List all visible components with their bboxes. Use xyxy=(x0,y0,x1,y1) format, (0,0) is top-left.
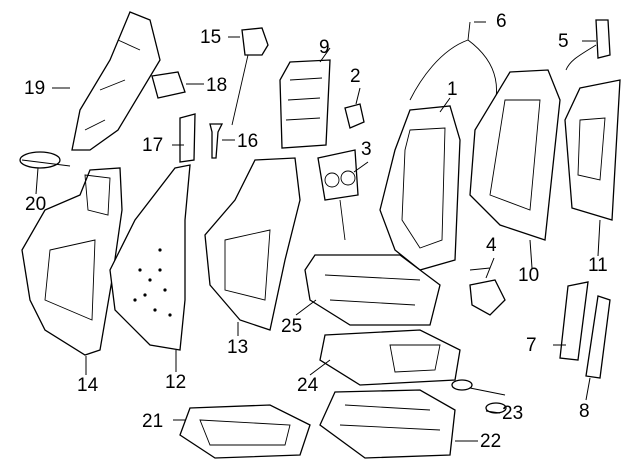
callout-8: 8 xyxy=(579,401,590,422)
callout-2: 2 xyxy=(350,66,361,87)
callout-14: 14 xyxy=(77,375,99,396)
callout-11: 11 xyxy=(588,255,608,276)
part-22-seat-pan xyxy=(319,389,456,459)
callout-4: 4 xyxy=(486,235,497,256)
callout-18: 18 xyxy=(206,75,228,96)
callout-10: 10 xyxy=(518,265,540,286)
part-18-bracket xyxy=(151,71,186,99)
callout-9: 9 xyxy=(319,37,330,58)
callout-12: 12 xyxy=(165,372,187,393)
part-21-base-tray xyxy=(179,404,311,459)
callout-6: 6 xyxy=(496,11,507,32)
callout-21: 21 xyxy=(142,411,164,432)
part-20-emblem xyxy=(19,151,71,169)
callout-25: 25 xyxy=(281,316,303,337)
part-9-panel xyxy=(279,59,331,149)
part-7-trim xyxy=(559,281,589,361)
callout-23: 23 xyxy=(502,403,524,424)
part-12-perforated-pad xyxy=(109,164,191,351)
part-23-sensor xyxy=(451,379,507,414)
part-10-rear-shell xyxy=(469,69,561,241)
callout-20: 20 xyxy=(25,194,47,215)
callout-24: 24 xyxy=(297,375,319,396)
callout-1: 1 xyxy=(447,79,458,100)
part-11-side-trim xyxy=(564,79,621,221)
part-15-headrest xyxy=(231,27,269,126)
part-19-back-panel xyxy=(71,11,161,151)
part-17-clip xyxy=(179,113,196,163)
part-8-bracket xyxy=(585,295,611,379)
part-3-lumbar xyxy=(317,149,359,241)
callout-17: 17 xyxy=(142,135,164,156)
part-1-backrest-frame xyxy=(379,105,461,271)
leader-lines xyxy=(35,21,601,442)
part-16-guide xyxy=(209,123,224,159)
part-4-motor xyxy=(469,267,506,316)
callout-19: 19 xyxy=(24,78,46,99)
callout-5: 5 xyxy=(558,31,569,52)
part-24-cushion-pad xyxy=(319,329,461,386)
part-5-connector xyxy=(565,19,611,71)
callout-15: 15 xyxy=(200,27,222,48)
part-2-switch xyxy=(344,103,365,129)
callout-3: 3 xyxy=(361,139,372,160)
part-25-seat-cushion xyxy=(304,254,441,326)
callout-16: 16 xyxy=(237,131,259,152)
part-14-backrest-cover xyxy=(21,167,123,356)
part-13-backrest-foam xyxy=(204,157,301,331)
callout-13: 13 xyxy=(227,337,249,358)
callout-7: 7 xyxy=(526,335,537,356)
callout-22: 22 xyxy=(480,431,502,452)
